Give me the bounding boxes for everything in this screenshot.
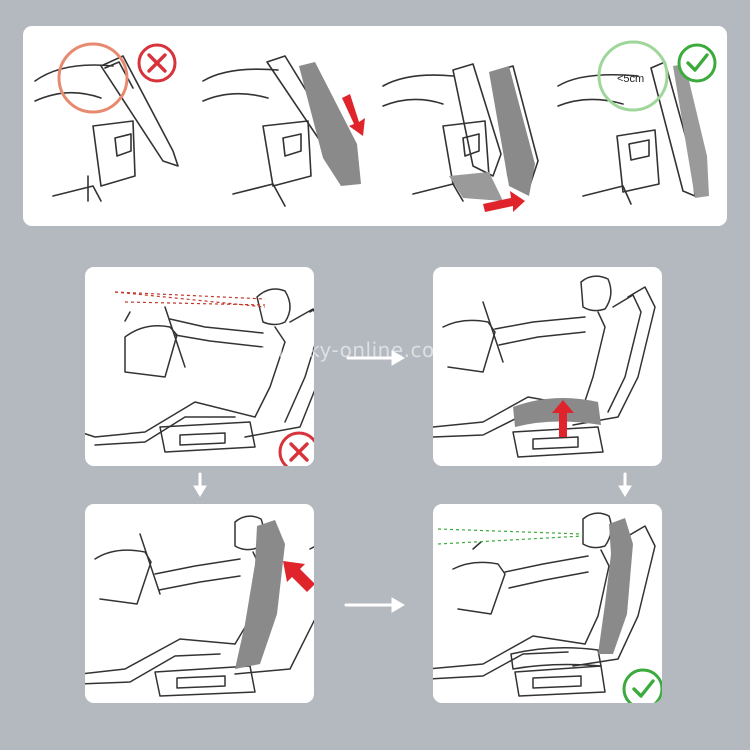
line-of-sight <box>437 528 584 545</box>
down-arrow-icon <box>342 94 365 136</box>
cushion-step-3 <box>489 66 535 196</box>
cushion-step-4 <box>673 64 709 198</box>
back-cushion <box>598 518 633 654</box>
distance-label: <5cm <box>617 73 645 85</box>
back-cushion-drawing <box>85 515 314 697</box>
line-of-sight <box>114 291 266 308</box>
top-strip-drawing <box>34 40 717 212</box>
step-4-correct-position <box>557 61 696 205</box>
scene-wrong-posture <box>85 267 314 466</box>
cushion-step-2 <box>299 62 361 186</box>
back-cushion <box>235 520 285 669</box>
x-mark-icon <box>278 431 314 466</box>
flow-arrow-icon <box>193 472 207 497</box>
scene-raise-seat <box>433 267 662 466</box>
correct-posture-drawing <box>433 512 662 703</box>
x-mark-icon <box>137 43 177 83</box>
correct-highlight-circle <box>597 40 669 112</box>
flow-arrow-icon <box>618 472 632 497</box>
wrong-posture-drawing <box>85 288 314 466</box>
top-instruction-strip: <5cm <box>23 26 727 226</box>
flow-arrow-icon <box>344 597 405 613</box>
cushion-base-step-3 <box>449 172 503 201</box>
watermark: sunsky-online.com <box>260 338 455 362</box>
raise-seat-drawing <box>433 275 656 458</box>
step-2-attach-cushion <box>202 55 350 207</box>
scene-correct-posture <box>433 504 662 703</box>
check-mark-icon <box>622 668 662 703</box>
scene-add-back-cushion <box>85 504 314 703</box>
up-arrow-icon <box>552 400 574 437</box>
right-arrow-icon <box>483 191 525 212</box>
diagonal-arrow-icon <box>283 561 314 592</box>
problem-highlight-circle <box>57 42 129 114</box>
check-mark-icon <box>677 43 717 83</box>
